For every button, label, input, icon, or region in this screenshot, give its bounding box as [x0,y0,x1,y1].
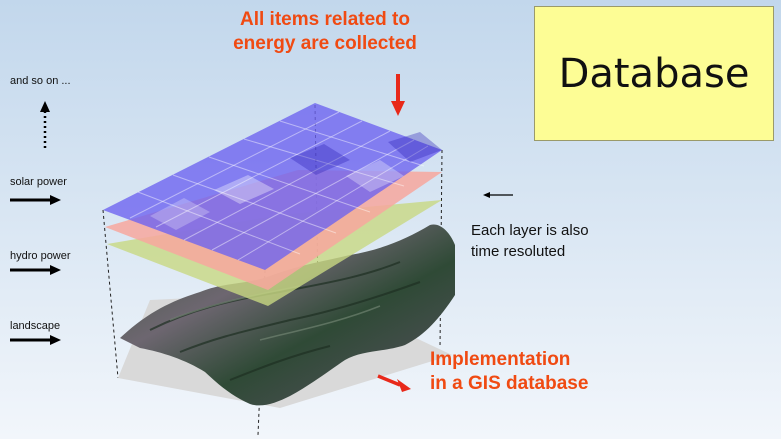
red-arrows [377,74,411,392]
title-box: Database [534,6,774,141]
label-solar-power: solar power [10,176,67,188]
implementation-line-1: Implementation [430,349,571,370]
label-and-so-on: and so on ... [10,75,71,87]
headline-line-1: All items related to [240,9,410,30]
solar-power-layer [103,103,442,270]
label-landscape: landscape [10,320,61,332]
left-arrows [10,101,61,345]
page-title: Database [558,50,750,97]
layer-pointer-arrow [483,192,513,198]
note-line-1: Each layer is also [471,222,589,239]
implementation-label: Implementation in a GIS database [430,348,588,396]
label-hydro-power: hydro power [10,250,71,262]
headline: All items related to energy are collecte… [175,8,475,56]
implementation-line-2: in a GIS database [430,373,589,394]
headline-line-2: energy are collected [233,33,417,54]
time-resolution-note: Each layer is also time resoluted [471,220,589,262]
note-line-2: time resoluted [471,243,566,260]
